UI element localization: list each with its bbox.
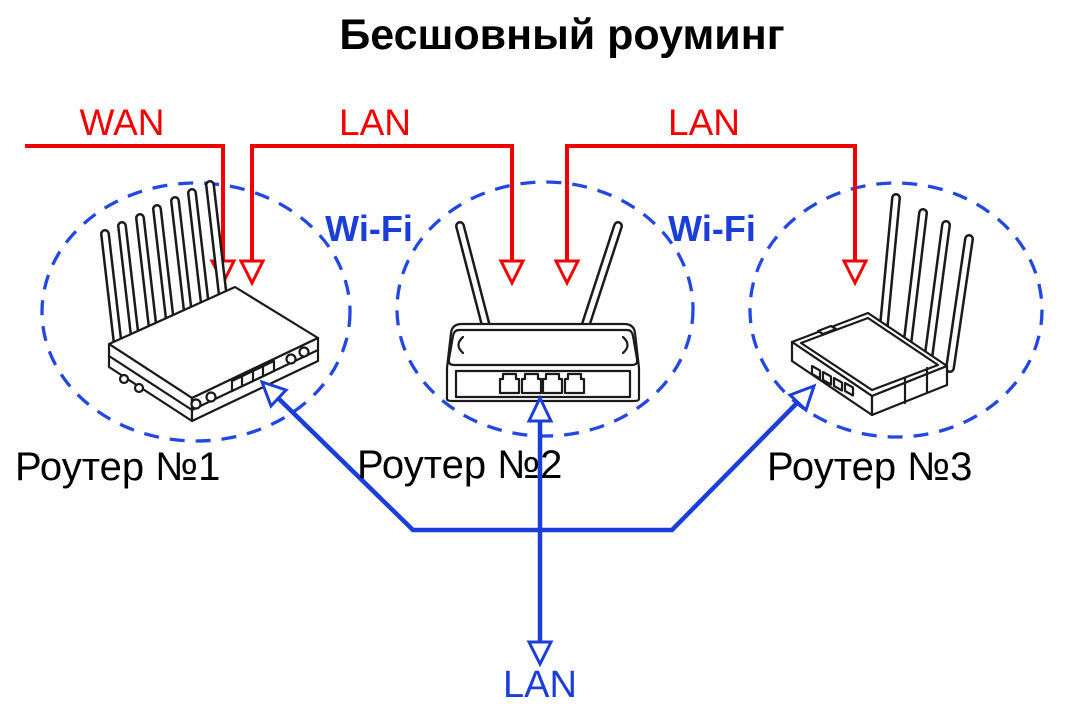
backbone-arrow-to-router2-icon <box>526 394 554 423</box>
router-1-label: Роутер №1 <box>15 445 221 489</box>
lan-label-2: LAN <box>668 102 740 143</box>
backbone-arrow-to-router3-icon <box>787 383 817 413</box>
router-3-illustration <box>790 193 974 417</box>
lan2-arrow-down-icon-b <box>841 259 869 287</box>
router-1-illustration <box>100 180 320 423</box>
wan-label: WAN <box>79 102 165 143</box>
lan-line-1 <box>250 144 514 261</box>
router-2-illustration <box>445 221 641 403</box>
lan-line-2 <box>565 144 857 261</box>
wifi-coverage-ellipse-2 <box>395 180 695 438</box>
lan-backbone-lines <box>259 379 817 668</box>
wifi-label-1: Wi-Fi <box>325 208 413 249</box>
wifi-coverage-ellipse-1 <box>40 181 352 443</box>
backbone-arrow-to-router1-icon <box>259 379 289 409</box>
router-2-label: Роутер №2 <box>357 443 563 487</box>
wan-line <box>25 144 225 261</box>
wifi-coverage-zones <box>40 180 1044 443</box>
lan-label-1: LAN <box>339 102 411 143</box>
lan1-arrow-down-icon-a <box>238 259 266 287</box>
diagram-title: Бесшовный роуминг <box>339 11 785 59</box>
lan-backbone-label: LAN <box>503 664 577 706</box>
lan-backbone-line <box>276 396 800 533</box>
wifi-coverage-ellipse-3 <box>748 181 1044 439</box>
lan1-arrow-down-icon-b <box>498 259 526 287</box>
lan2-arrow-down-icon-a <box>553 259 581 287</box>
backbone-arrow-down-icon <box>526 640 554 668</box>
wifi-label-2: Wi-Fi <box>668 208 756 249</box>
router-3-label: Роутер №3 <box>767 445 973 489</box>
